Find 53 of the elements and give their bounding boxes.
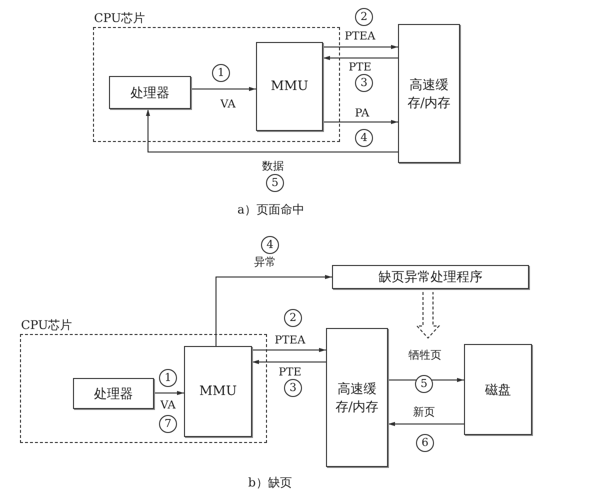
arrow bbox=[190, 86, 256, 92]
edge-label: VA bbox=[219, 98, 237, 110]
edge-label: 异常 bbox=[253, 254, 277, 270]
box-label: 处理器 bbox=[94, 386, 133, 402]
edge-label: PA bbox=[354, 106, 370, 120]
processor-box bbox=[73, 378, 154, 409]
edge-label: 数据 bbox=[261, 158, 285, 174]
arrow bbox=[322, 56, 398, 60]
box-label: 处理器 bbox=[130, 84, 170, 102]
step-number: 4 bbox=[261, 236, 279, 254]
arrow bbox=[388, 378, 464, 382]
box-label: 磁盘 bbox=[484, 382, 512, 398]
arrow bbox=[322, 44, 398, 50]
arrow bbox=[252, 348, 326, 352]
step-number: 1 bbox=[159, 369, 177, 387]
edge-label: 新页 bbox=[412, 404, 436, 420]
edge-label: PTE bbox=[278, 366, 302, 378]
edge-label: PTEA bbox=[274, 334, 306, 346]
step-number: 3 bbox=[355, 74, 373, 92]
processor-box bbox=[109, 76, 191, 109]
arrow bbox=[322, 120, 398, 124]
box-label: 缺页异常处理程序 bbox=[378, 269, 482, 286]
panel-caption: b）缺页 bbox=[248, 474, 292, 492]
cache-memory-box bbox=[398, 24, 460, 163]
step-number: 4 bbox=[355, 129, 373, 147]
box-label: 高速缓存/内存 bbox=[407, 76, 451, 112]
box-label: MMU bbox=[198, 384, 238, 399]
edge-label: 牺牲页 bbox=[408, 348, 442, 362]
chip-heading: CPU芯片 bbox=[94, 10, 146, 27]
step-number: 1 bbox=[212, 64, 230, 82]
box-label: MMU bbox=[270, 79, 310, 94]
step-number: 2 bbox=[284, 309, 302, 327]
arrow bbox=[216, 274, 332, 346]
mmu-box bbox=[184, 346, 252, 437]
step-number: 2 bbox=[355, 8, 373, 26]
chip-heading: CPU芯片 bbox=[21, 317, 72, 334]
step-number: 7 bbox=[159, 415, 177, 433]
box-label: 高速缓存/内存 bbox=[335, 380, 379, 416]
cache-memory-box bbox=[326, 328, 388, 467]
step-number: 5 bbox=[266, 174, 284, 192]
edge-label: PTE bbox=[348, 60, 372, 74]
edge-label: VA bbox=[159, 398, 177, 412]
arrow bbox=[388, 422, 464, 426]
panel-caption: a）页面命中 bbox=[237, 202, 305, 218]
arrow bbox=[146, 108, 398, 152]
edge-label: PTEA bbox=[344, 30, 376, 42]
step-number: 3 bbox=[284, 379, 302, 397]
step-number: 6 bbox=[416, 434, 434, 452]
mmu-box bbox=[256, 42, 323, 131]
step-number: 5 bbox=[415, 375, 433, 393]
arrow bbox=[154, 390, 184, 396]
handler-box bbox=[332, 265, 529, 289]
arrow bbox=[252, 360, 326, 364]
